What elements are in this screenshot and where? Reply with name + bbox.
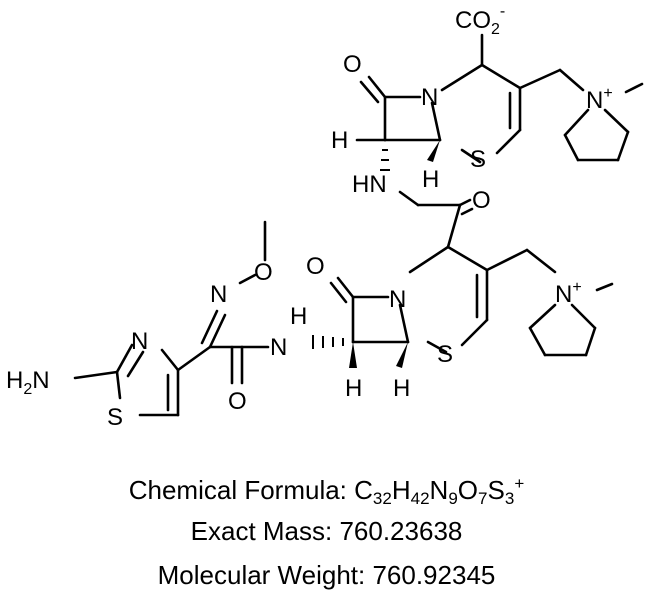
n-plus-bottom-label: N+ [555,279,582,308]
nh-h-label: H [290,303,307,330]
nh-n-label: N [270,334,287,361]
bond-lines [73,33,644,417]
o-methoxy-label: O [254,259,273,286]
h-top-bridge-label: H [422,166,439,193]
hn-amide-label: HN [352,171,387,198]
n-thiazole-label: N [131,328,148,355]
o-amide-label: O [472,187,491,214]
atom-labels: CO2- N+ O N H S H HN O O N N+ S H H H N … [6,3,613,431]
s-top-ring-label: S [470,146,486,173]
n-bottom-ring-label: N [389,286,406,313]
chemical-structure: CO2- N+ O N H S H HN O O N N+ S H H H N … [6,3,644,431]
chemical-formula: Chemical Formula: C32H42N9O7S3+ [128,474,525,508]
o-bottom-lactam-label: O [306,253,325,280]
exact-mass: Exact Mass: 760.23638 [190,516,463,546]
n-top-ring-label: N [421,84,438,111]
h-bottom-left-label: H [345,375,362,402]
o-oxime-amide-label: O [228,388,247,415]
h-bottom-right-label: H [393,375,410,402]
stereo-bonds [312,140,440,368]
molecular-weight: Molecular Weight: 760.92345 [157,560,496,590]
n-plus-top-label: N+ [586,85,613,114]
o-top-lactam-label: O [343,51,362,78]
s-thiazole-label: S [107,404,123,431]
carboxylate-label: CO2- [455,3,505,38]
s-bottom-ring-label: S [437,341,453,368]
h2n-label: H2N [6,367,50,398]
h-top-left-label: H [331,127,348,154]
n-oxime-label: N [210,281,227,308]
